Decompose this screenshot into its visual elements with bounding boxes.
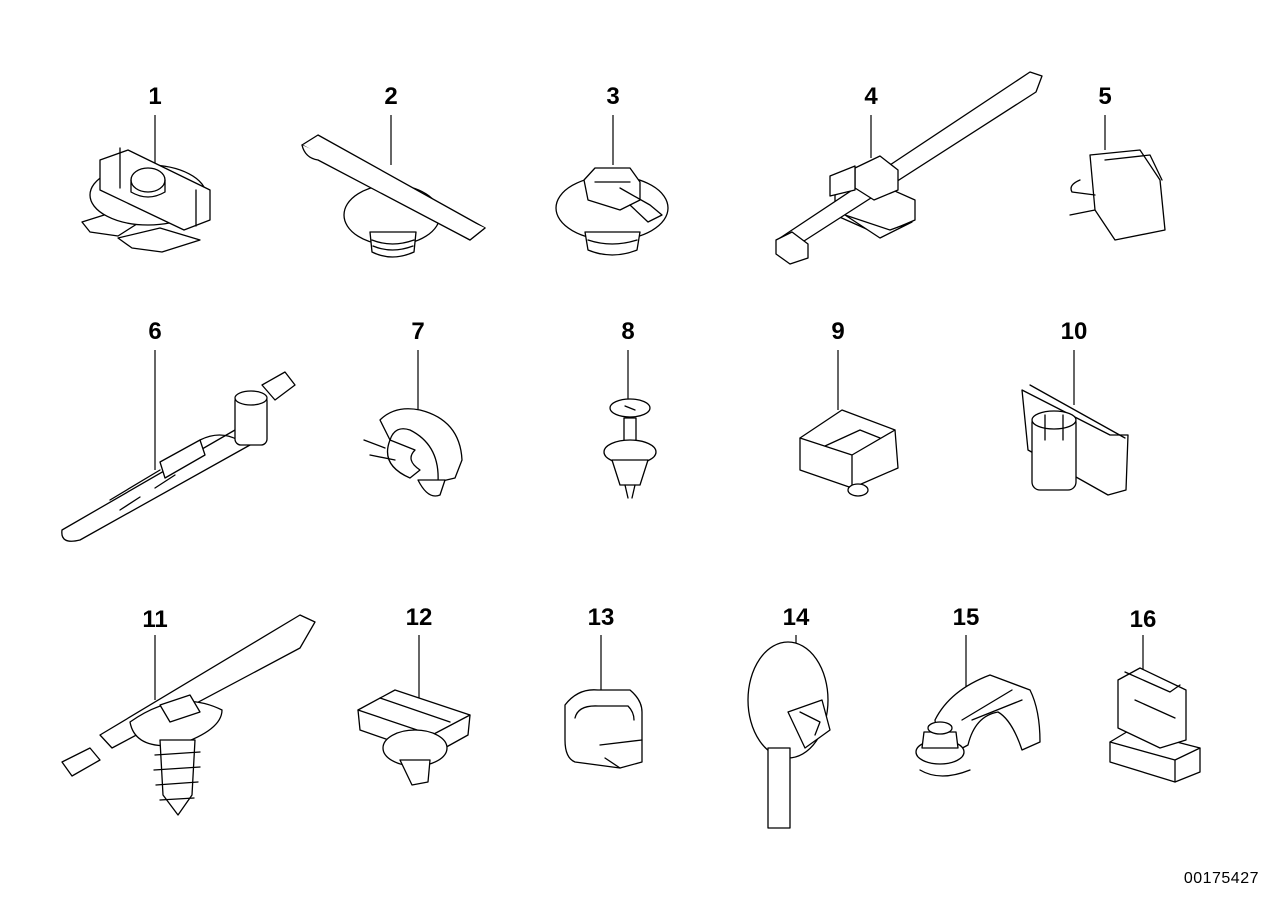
part-15-icon — [916, 675, 1040, 776]
part-3-icon — [556, 168, 668, 255]
part-8-icon — [604, 399, 656, 498]
part-2-icon — [302, 135, 485, 257]
part-14-icon — [748, 642, 830, 828]
part-label-14: 14 — [782, 604, 810, 631]
part-label-15: 15 — [952, 604, 980, 631]
part-label-11: 11 — [142, 606, 168, 633]
part-label-13: 13 — [587, 604, 615, 631]
part-label-4: 4 — [864, 83, 878, 110]
part-label-2: 2 — [384, 83, 398, 110]
part-label-1: 1 — [148, 83, 162, 110]
part-4-icon — [776, 72, 1042, 264]
part-label-6: 6 — [148, 318, 162, 345]
part-label-16: 16 — [1129, 606, 1157, 633]
part-13-icon — [565, 690, 642, 768]
part-label-10: 10 — [1060, 318, 1088, 345]
part-6-icon — [62, 372, 295, 541]
part-9-icon — [800, 410, 898, 496]
part-10-icon — [1022, 385, 1128, 495]
part-5-icon — [1070, 150, 1165, 240]
part-label-3: 3 — [606, 83, 620, 110]
part-label-12: 12 — [405, 604, 433, 631]
part-7-icon — [364, 409, 462, 496]
part-11-icon — [62, 615, 315, 815]
part-12-icon — [358, 690, 470, 785]
document-id: 00175427 — [1183, 870, 1259, 887]
part-16-icon — [1110, 668, 1200, 782]
part-label-5: 5 — [1098, 83, 1112, 110]
part-label-8: 8 — [621, 318, 635, 345]
part-label-9: 9 — [831, 318, 845, 345]
part-1-icon — [82, 148, 210, 252]
part-label-7: 7 — [411, 318, 425, 345]
